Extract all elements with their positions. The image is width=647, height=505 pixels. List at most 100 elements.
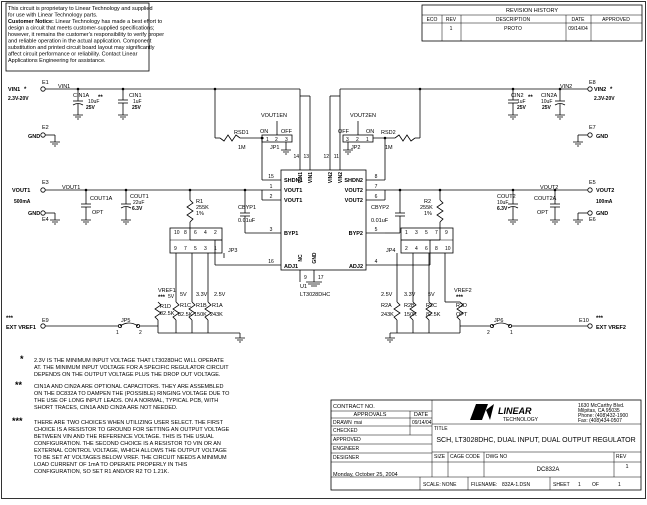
turret-e4[interactable] xyxy=(40,210,46,216)
pin-number: 17 xyxy=(318,275,324,281)
ground-symbol xyxy=(281,149,291,155)
vout1-pin-label: VOUT1 xyxy=(12,188,30,194)
jp4-pin: 5 xyxy=(425,230,428,236)
svg-text:1: 1 xyxy=(266,137,269,143)
rev-value: 1 xyxy=(625,464,628,470)
jp3-pin: 1 xyxy=(214,246,217,252)
disclaimer-line: affect circuit performance or reliabilit… xyxy=(8,52,138,58)
jp3-pin: 10 xyxy=(174,230,180,236)
revision-title: REVISION HISTORY xyxy=(506,8,558,14)
star-mark: * xyxy=(24,87,27,93)
terminal-label: E10 xyxy=(579,318,589,324)
note-line: LOAD CURRENT OF 1mA TO OPERATE PROPERLY … xyxy=(34,462,188,468)
ground-symbol xyxy=(118,114,128,120)
star-mark: ** xyxy=(98,95,103,101)
turret-e10[interactable] xyxy=(587,323,593,329)
rev-row-description: PROTO xyxy=(504,26,522,32)
turret-e2[interactable] xyxy=(40,132,46,138)
ground-symbol xyxy=(550,219,560,225)
resistor-value: 82.5K xyxy=(178,312,193,318)
turret-e9[interactable] xyxy=(40,323,46,329)
pin-number: 5 xyxy=(375,227,378,233)
vref2-label: VREF2 xyxy=(454,288,472,294)
jp4-pin: 4 xyxy=(415,246,418,252)
svg-text:3: 3 xyxy=(346,137,349,143)
vout2-pin-label: VOUT2 xyxy=(596,188,614,194)
terminal-label: E1 xyxy=(42,80,49,86)
turret-e8[interactable] xyxy=(587,86,593,92)
rev-row-date: 09/14/04 xyxy=(568,26,588,32)
of-value: 1 xyxy=(618,482,621,488)
right-shutdown-section: VOUT2EN OFF ON JP2 3 2 1 RSD2 1M xyxy=(338,87,422,180)
cap-voltage: 6.3V xyxy=(497,206,508,212)
cap-value: 10uF xyxy=(497,200,508,206)
contract-label: CONTRACT NO. xyxy=(333,404,375,410)
right-vref-section: 2.5V 3.3V 5V VREF2 *** R2A 243K R2B 150K… xyxy=(381,253,626,343)
resistor-value: 82.5K xyxy=(426,312,441,318)
pin-name: GND xyxy=(312,252,318,264)
resistor-value: 255K xyxy=(196,205,209,211)
jp4-pin: 7 xyxy=(435,230,438,236)
sheet-value: 1 xyxy=(578,482,581,488)
note-line: CHOICE IS A RESISTOR TO GROUND FOR SETTI… xyxy=(34,427,230,433)
note-mark: ** xyxy=(15,380,23,390)
cap-ref: CIN2 xyxy=(511,93,524,99)
jp5-pin-2[interactable] xyxy=(135,323,140,328)
revision-history-table: REVISION HISTORY ECO REV DESCRIPTION DAT… xyxy=(421,4,643,42)
jp3-header[interactable] xyxy=(169,227,223,254)
address-line: Phone: (408)432-1900 xyxy=(578,413,628,419)
jp6-pin-2[interactable] xyxy=(489,323,494,328)
address-line: Fax: (408)434-0507 xyxy=(578,418,622,424)
turret-e7[interactable] xyxy=(587,132,593,138)
resistor-ref: RSD2 xyxy=(381,130,396,136)
ground-symbol xyxy=(121,219,131,225)
vout1-net-label: VOUT1 xyxy=(62,185,80,191)
cap-value: OPT xyxy=(537,210,549,216)
svg-text:3: 3 xyxy=(285,137,288,143)
left-shutdown-section: VOUT1EN ON OFF JP1 1 2 3 RSD1 1M xyxy=(213,87,293,180)
jp3-pin: 4 xyxy=(204,230,207,236)
cap-ref: COUT2 xyxy=(497,194,516,200)
jp6-pin-1[interactable] xyxy=(507,323,512,328)
gnd-pin-label: GND xyxy=(596,134,608,140)
rev-header-description: DESCRIPTION xyxy=(496,17,531,23)
designer-label: DESIGNER xyxy=(333,455,360,461)
rev-header-date: DATE xyxy=(572,17,586,23)
cap-value: 1uF xyxy=(517,99,526,105)
pin-name: VIN2 xyxy=(338,172,344,183)
turret-e1[interactable] xyxy=(40,86,46,92)
logo-text: LINEAR xyxy=(498,406,532,416)
turret-e3[interactable] xyxy=(40,187,46,193)
resistor-ref: RSD1 xyxy=(234,130,249,136)
note-line: THE USE OF LONG INPUT LEADS. ON A NORMAL… xyxy=(34,398,218,404)
turret-e5[interactable] xyxy=(587,187,593,193)
jumper-ref: JP5 xyxy=(121,318,130,324)
jumper-ref: JP3 xyxy=(228,248,237,254)
pin-number: 15 xyxy=(268,174,274,180)
jp1-on-label: ON xyxy=(260,129,268,135)
ground-symbol xyxy=(50,141,60,147)
turret-e6[interactable] xyxy=(587,210,593,216)
cap-ref: CIN1 xyxy=(129,93,142,99)
jp4-header[interactable] xyxy=(400,227,454,254)
jumper-ref: JP2 xyxy=(351,145,360,151)
jp3-selector: 10 8 6 4 2 9 7 5 3 1 JP3 xyxy=(169,227,237,290)
svg-text:2: 2 xyxy=(356,137,359,143)
svg-text:1: 1 xyxy=(116,330,119,336)
note-line: BETWEEN VIN AND THE REFERENCE VOLTAGE. T… xyxy=(34,434,214,440)
pin-number: 14 xyxy=(293,154,299,160)
filename-value: 832A-1.DSN xyxy=(502,482,530,488)
note-line: CONFIGURATION, SO SET R1 AND/OR R2 TO 1.… xyxy=(34,469,169,475)
resistor-value: 255K xyxy=(420,205,433,211)
ground-symbol xyxy=(73,114,83,120)
jp3-pin: 8 xyxy=(184,230,187,236)
vin2-range: 2.3V-20V xyxy=(594,96,615,102)
note-mark: *** xyxy=(12,416,23,426)
date-printed: Monday, October 25, 2004 xyxy=(333,472,398,478)
gnd-pin-label: GND xyxy=(28,134,40,140)
jp5-pin-1[interactable] xyxy=(118,323,123,328)
vin1-pin-label: VIN1 xyxy=(8,87,20,93)
gnd-pin-label: GND xyxy=(596,211,608,217)
